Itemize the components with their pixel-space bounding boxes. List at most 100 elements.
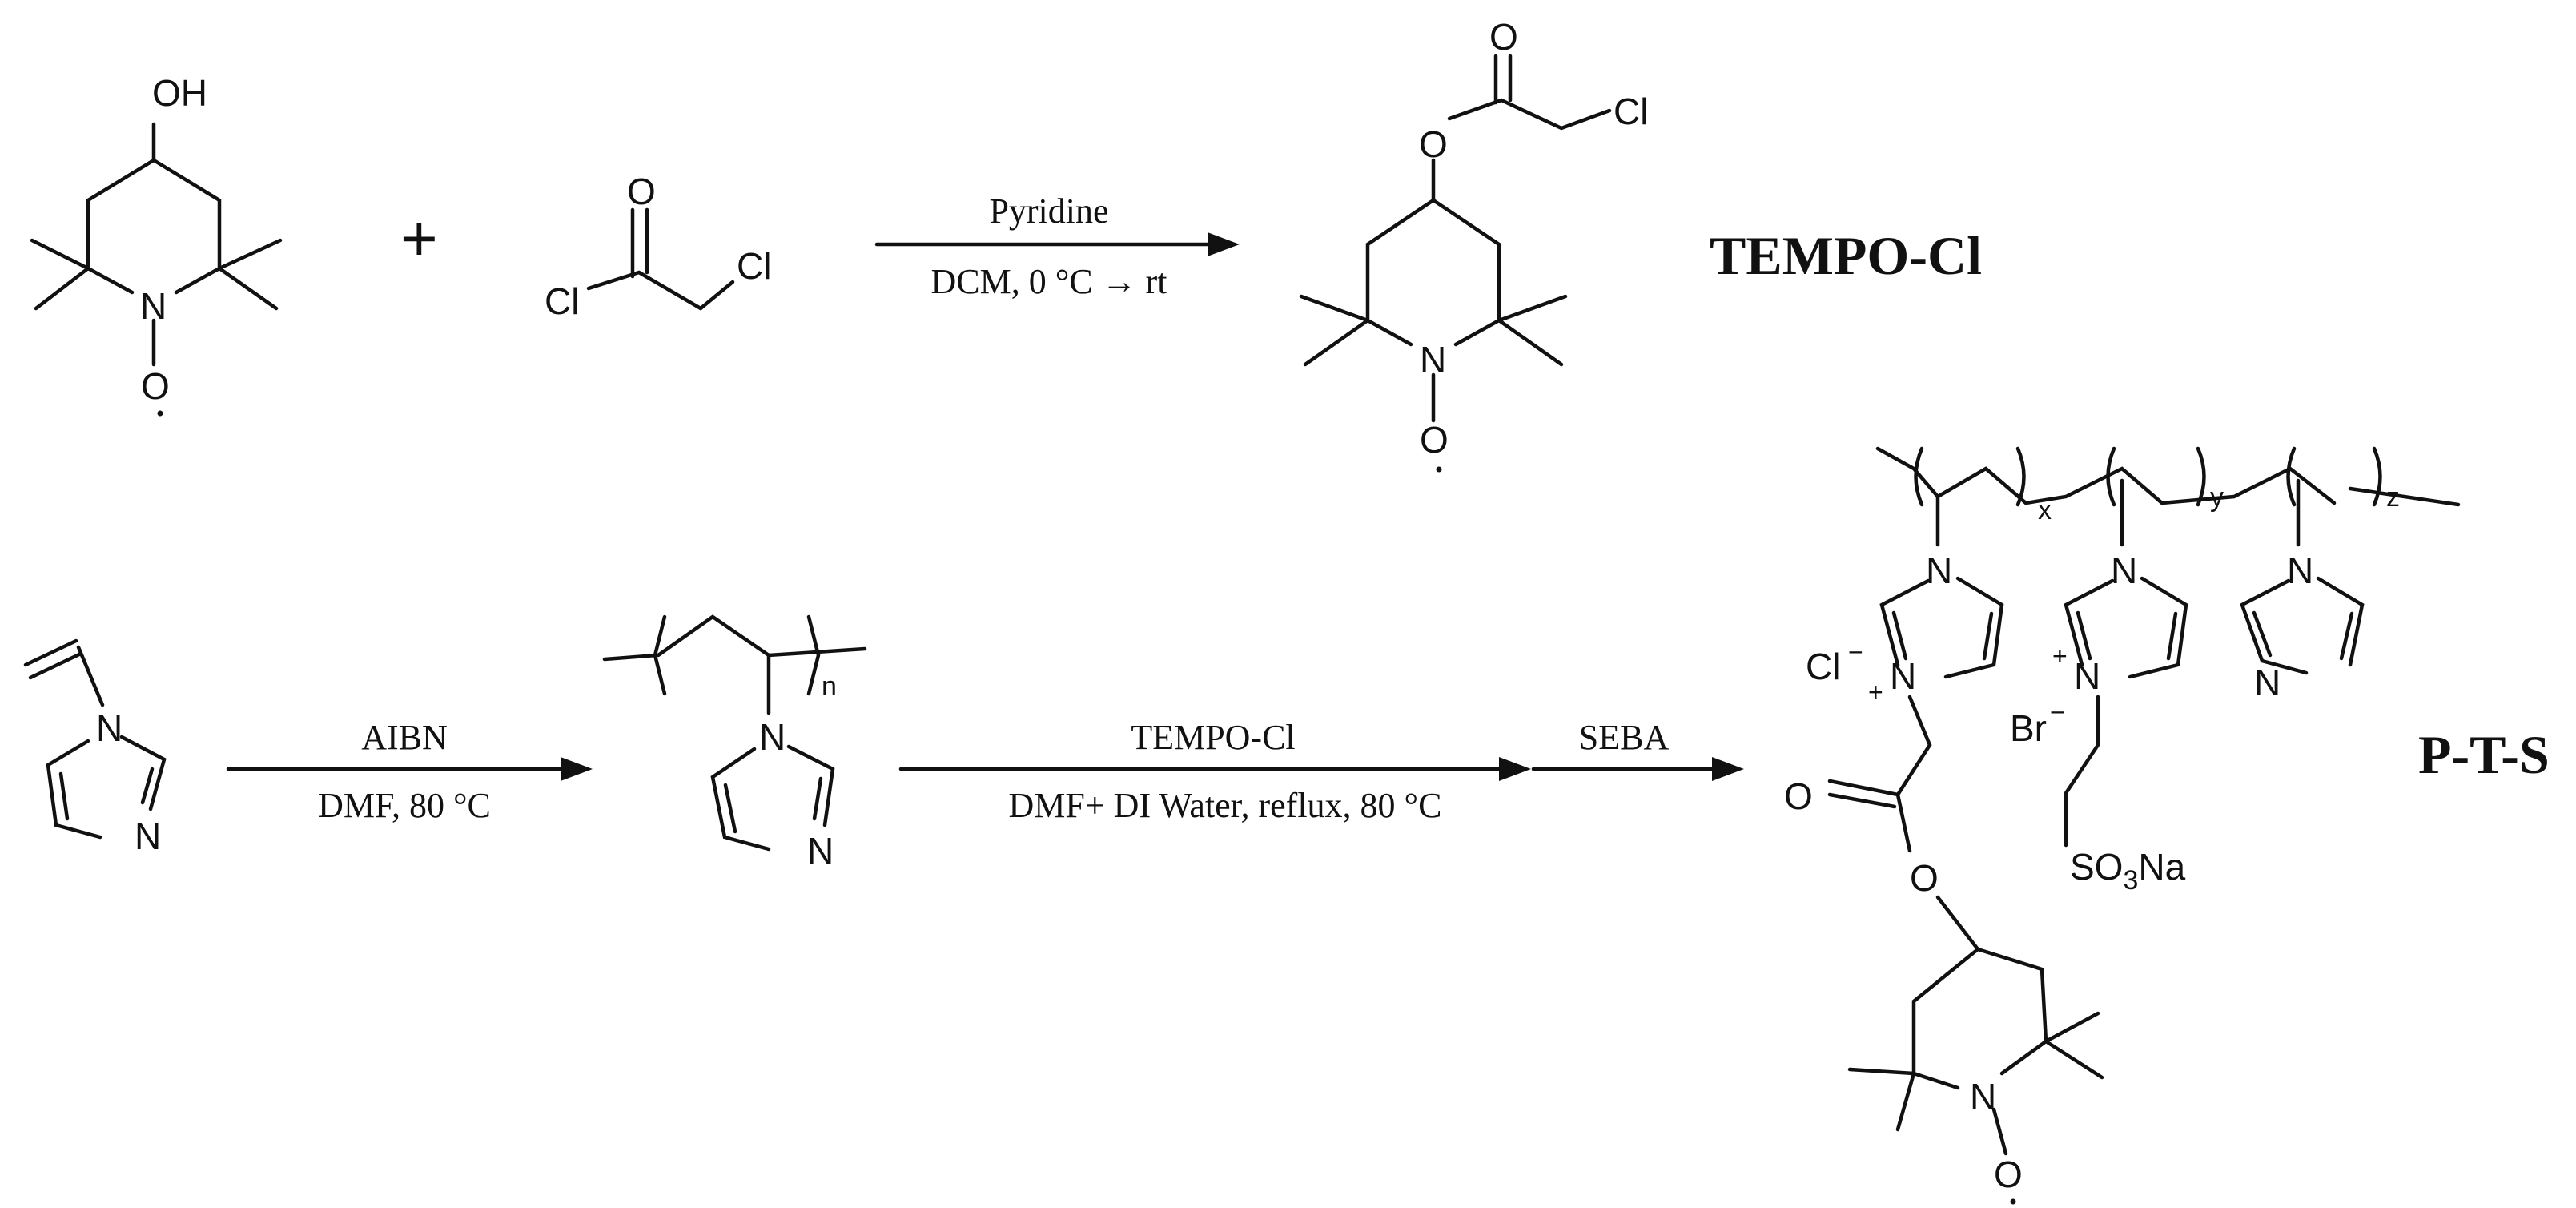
methyl-bond [217,266,279,311]
compound-4-hydroxy-tempo: OH N O [30,72,283,417]
backbone-bond [1875,446,2028,505]
ring-bond [2316,576,2365,667]
methyl-bond [1847,1067,1916,1076]
ring-double-bond [2166,611,2178,661]
nitrogen-cation-label: N [1890,655,1916,697]
methyl-bond [2044,1011,2100,1044]
carbonyl-bond [1827,779,1900,797]
chlorine-label: Cl [737,245,771,287]
ring-bond [2064,578,2115,667]
reaction-step-quaternization: TEMPO-Cl DMF+ DI Water, reflux, 80 °C [898,718,1531,825]
carbonyl-bond [1827,792,1897,809]
bond [1895,792,1912,853]
nitrogen-cation-label: N [2074,655,2100,697]
oxygen-label: O [141,365,170,407]
oxygen-label: O [1489,16,1518,58]
methyl-bond [1303,318,1370,367]
bond [151,158,222,295]
radical-dot [2010,1198,2016,1205]
repeat-unit-subscript: n [822,671,837,702]
compound-chloroacetyl-chloride: O Cl Cl [545,171,771,322]
vinyl-double-bond [28,651,83,680]
reagent-label: SEBA [1579,718,1670,757]
negative-charge: − [2050,698,2065,727]
ring-bond [710,747,771,852]
p-t-s-name: P-T-S [2418,724,2550,785]
compound-p-t-s: x y z N N + Cl − O O N O N [1784,446,2461,1205]
radical-dot [1436,466,1442,473]
bond [76,645,105,707]
methyl-bond [30,238,90,271]
bromide-label: Br [2010,707,2047,749]
methyl-bond [1497,294,1568,323]
ring-bond [46,739,102,840]
ring-bond [1879,578,1931,667]
oxygen-label: O [1910,857,1939,899]
ring-double-bond [2076,610,2092,661]
bond [586,270,641,291]
backbone-bond [2160,466,2337,505]
bracket-right [806,614,821,696]
tempo-cl-name: TEMPO-Cl [1710,225,1982,286]
bond [1447,98,1612,131]
methyl-bond [2044,1039,2104,1080]
bond [1895,695,1932,797]
compound-tempo-cl: O Cl O N O [1299,16,1648,473]
repeat-subscript-z: z [2386,482,2400,513]
ring-bond [2128,576,2188,679]
bond [86,122,156,295]
backbone-bond [602,653,659,662]
ring-double-bond [812,776,823,821]
condition-label: DMF, 80 °C [318,786,491,825]
arrow-head [1499,757,1531,781]
condition-label: DMF+ DI Water, reflux, 80 °C [1009,786,1442,825]
chlorine-label: Cl [1614,91,1648,132]
oxygen-label: O [1419,123,1448,165]
ring-double-bond [2339,611,2354,661]
oxygen-label: O [1420,419,1449,461]
reaction-step-sulfonation: SEBA [1531,718,1744,781]
bond [2064,695,2100,848]
reaction-step-polymerization: AIBN DMF, 80 °C [226,718,593,825]
condition-label: DCM, 0 °C → rt [930,262,1167,301]
bracket [2286,446,2297,507]
nitrogen-label: N [807,830,834,872]
arrow-head [1712,757,1744,781]
methyl-bond [1299,294,1370,323]
nitrogen-label: N [2287,550,2313,591]
backbone-bond [2348,486,2461,507]
vinyl-double-bond [23,638,78,667]
nitrogen-label: N [1970,1076,1996,1117]
n-o-bond [1991,1107,2008,1156]
methyl-bond [1497,318,1564,367]
nitrogen-label: N [759,716,786,758]
nitrogen-label: N [1926,550,1952,591]
plus-sign: + [400,203,438,274]
bracket [1914,446,1924,507]
chlorine-label: Cl [545,280,579,322]
compound-poly-vinylimidazole: N N n [602,614,867,872]
sulfonate-label: SO3Na [2070,846,2186,896]
chloride-label: Cl [1806,646,1840,687]
nitrogen-label: N [96,707,123,749]
positive-charge: + [1868,678,1883,707]
positive-charge: + [2052,642,2068,670]
nitrogen-label: N [140,285,167,327]
bond [1365,198,1436,347]
methyl-bond [34,266,90,311]
reaction-step-esterification: Pyridine DCM, 0 °C → rt [874,191,1240,301]
bond [637,270,735,311]
bracket [2372,446,2382,507]
bracket [2106,446,2116,507]
oxygen-label: O [1994,1154,2023,1195]
oxygen-label: O [1784,775,1813,817]
oxygen-label: O [627,171,656,212]
bracket [2196,446,2206,507]
repeat-subscript-y: y [2210,482,2224,513]
backbone-bond [656,614,867,658]
methyl-bond [1895,1071,1916,1132]
bond [1431,198,1501,347]
ring-bond [1943,576,2004,679]
bracket [2015,446,2026,507]
ring-double-bond [1891,610,1908,661]
